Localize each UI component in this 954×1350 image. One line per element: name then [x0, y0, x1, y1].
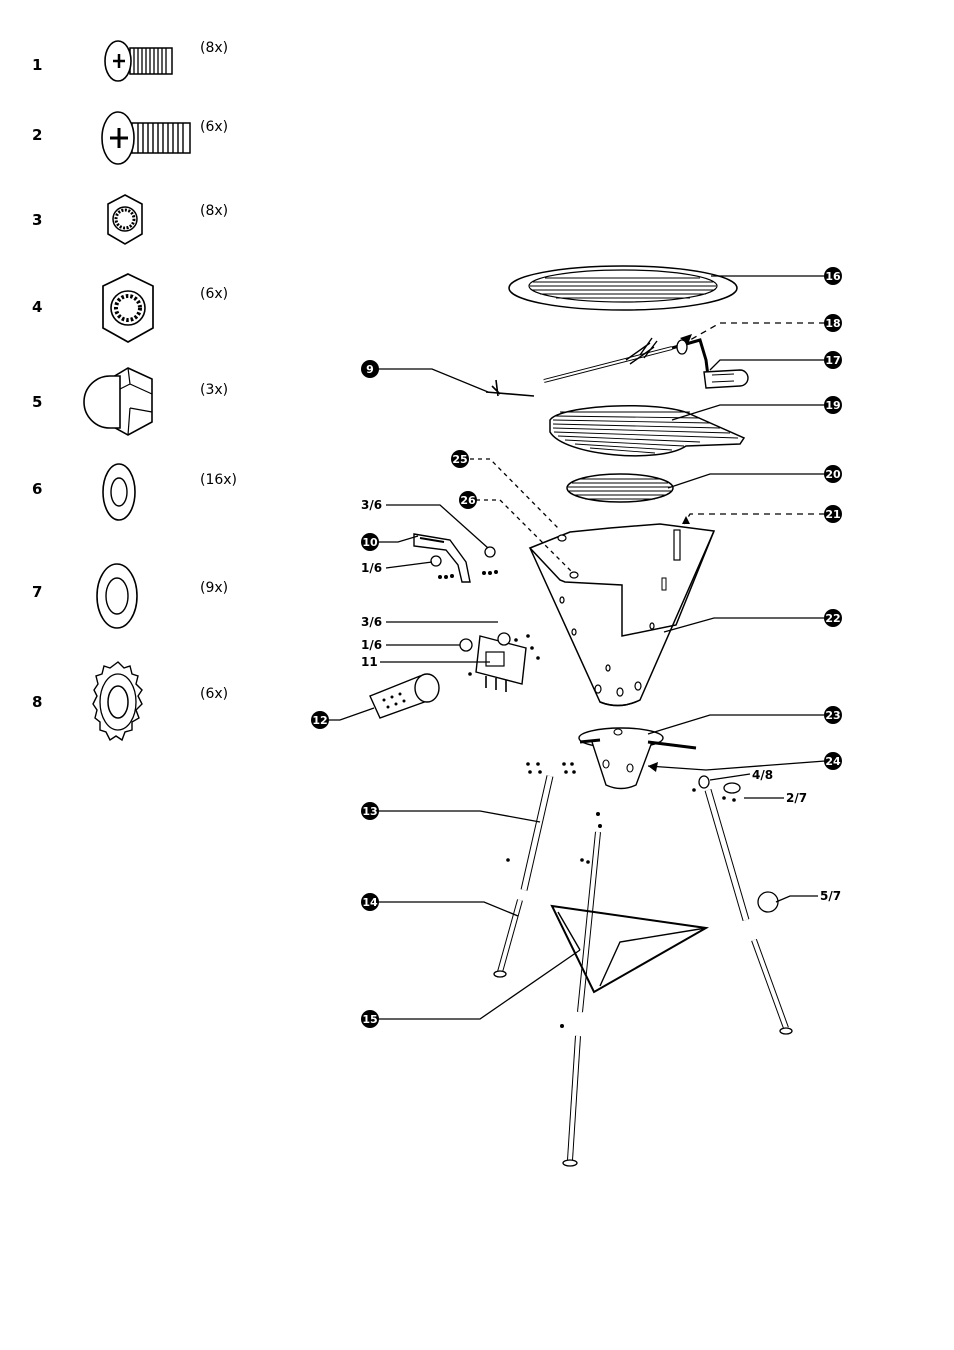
- side-handle: [413, 533, 498, 583]
- hardware-quantity: (9x): [200, 580, 229, 596]
- hardware-number: 5: [32, 393, 43, 411]
- hardware-ref-label: 5/7: [820, 889, 841, 903]
- hardware-quantity: (8x): [200, 203, 229, 219]
- svg-text:23: 23: [825, 709, 840, 722]
- large-nut-icon: [102, 273, 154, 343]
- tool-bracket: [459, 632, 540, 692]
- callout-badge-22: 22: [824, 609, 842, 627]
- lock-washer-icon: [92, 661, 143, 742]
- svg-text:12: 12: [312, 714, 327, 727]
- svg-text:18: 18: [825, 317, 840, 330]
- hardware-ref-label: 2/7: [786, 791, 807, 805]
- callout-badge-13: 13: [361, 802, 379, 820]
- small-washer-icon: [102, 463, 136, 521]
- fire-bowl: [528, 523, 716, 707]
- svg-text:15: 15: [362, 1013, 377, 1026]
- hardware-number: 4: [32, 298, 43, 316]
- callout-badge-24: 24: [824, 752, 842, 770]
- top-grill-grate: [508, 265, 738, 311]
- leader-lines: [326, 275, 826, 1020]
- ash-bowl: [578, 727, 697, 790]
- shelf-grill-grate: [549, 405, 746, 457]
- arrowheads: [648, 334, 692, 772]
- hardware-number: 1: [32, 56, 43, 74]
- small-nut-icon: [107, 194, 143, 245]
- svg-text:22: 22: [825, 612, 840, 625]
- callout-badge-16: 16: [824, 267, 842, 285]
- svg-text:9: 9: [366, 363, 374, 376]
- charcoal-grate: [566, 473, 674, 503]
- hardware-quantity: (3x): [200, 382, 229, 398]
- spit-fork: [485, 379, 535, 397]
- small-screw-icon: [104, 40, 173, 82]
- svg-text:13: 13: [362, 805, 377, 818]
- callout-badge-21: 21: [824, 505, 842, 523]
- callout-badge-20: 20: [824, 465, 842, 483]
- hardware-ref-label: 4/8: [752, 768, 773, 782]
- hardware-number: 2: [32, 126, 43, 144]
- callout-badge-14: 14: [361, 893, 379, 911]
- callout-badge-10: 10: [361, 533, 379, 551]
- callout-badge-26: 26: [459, 491, 477, 509]
- hardware-ref-label: 3/6: [361, 615, 382, 629]
- hardware-ref-label: 1/6: [361, 638, 382, 652]
- svg-text:16: 16: [825, 270, 841, 283]
- hardware-quantity: (6x): [200, 686, 229, 702]
- callout-badge-19: 19: [824, 396, 842, 414]
- hand-grip: [369, 673, 440, 719]
- svg-text:10: 10: [362, 536, 378, 549]
- hardware-number: 7: [32, 583, 43, 601]
- hardware-ref-label: 3/6: [361, 498, 382, 512]
- svg-text:25: 25: [452, 453, 467, 466]
- callout-badge-17: 17: [824, 351, 842, 369]
- rotisserie-spit: [543, 337, 749, 389]
- leg-support-triangle: [550, 904, 710, 994]
- svg-text:24: 24: [825, 755, 841, 768]
- center-leg: [560, 812, 602, 1167]
- large-washer-icon: [96, 563, 138, 629]
- svg-text:21: 21: [825, 508, 840, 521]
- svg-text:19: 19: [825, 399, 840, 412]
- svg-text:14: 14: [362, 896, 378, 909]
- callout-badge-23: 23: [824, 706, 842, 724]
- callout-badge-9: 9: [361, 360, 379, 378]
- svg-text:20: 20: [825, 468, 841, 481]
- hardware-number: 8: [32, 693, 43, 711]
- svg-text:17: 17: [825, 354, 840, 367]
- hardware-number: 6: [32, 480, 43, 498]
- part-ref-label: 11: [361, 655, 378, 669]
- callout-badge-18: 18: [824, 314, 842, 332]
- hardware-quantity: (8x): [200, 40, 229, 56]
- svg-text:26: 26: [460, 494, 476, 507]
- hardware-quantity: (6x): [200, 286, 229, 302]
- hardware-quantity: (16x): [200, 472, 238, 488]
- hardware-number: 3: [32, 211, 43, 229]
- hardware-quantity: (6x): [200, 119, 229, 135]
- large-screw-icon: [101, 111, 191, 165]
- cap-nut-icon: [83, 367, 153, 436]
- right-leg: [692, 775, 793, 1035]
- callout-badge-15: 15: [361, 1010, 379, 1028]
- callout-badge-25: 25: [451, 450, 469, 468]
- left-leg: [493, 762, 576, 978]
- callout-badge-12: 12: [311, 711, 329, 729]
- hardware-ref-label: 1/6: [361, 561, 382, 575]
